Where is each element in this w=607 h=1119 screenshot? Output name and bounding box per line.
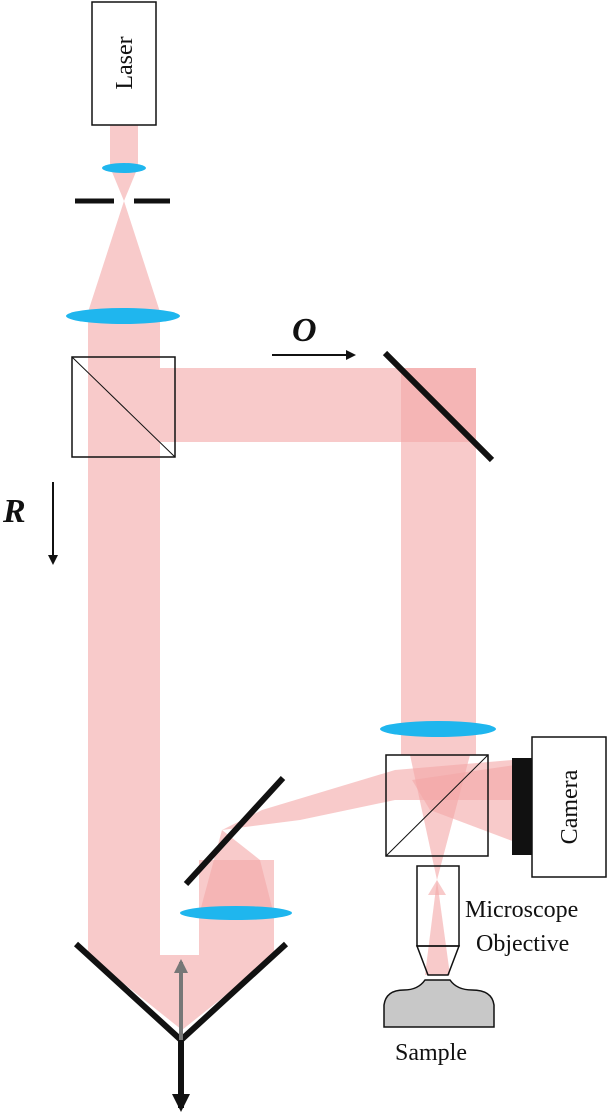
- sample-specimen: [383, 979, 495, 1028]
- expanding-cone: [88, 201, 160, 312]
- object-lens: [380, 721, 496, 737]
- objective-label-line2: Objective: [476, 931, 569, 957]
- camera-body: [531, 736, 607, 878]
- camera-sensor: [512, 758, 532, 855]
- reference-beam: [88, 357, 160, 955]
- object-beam-vertical: [401, 368, 476, 728]
- collimating-lens: [66, 308, 180, 324]
- object-beam-label: O: [292, 312, 317, 349]
- camera-label: Camera: [557, 769, 583, 844]
- reference-to-cube: [222, 760, 512, 830]
- retro-lens: [180, 906, 292, 920]
- focusing-cone: [110, 167, 138, 201]
- sample-illumination: [425, 880, 450, 975]
- beam-splitter-2: [385, 754, 489, 857]
- reference-beam-label: R: [2, 493, 26, 530]
- laser-output-beam: [110, 125, 138, 167]
- fold-mirror-1: [382, 350, 495, 463]
- objective-label-line1: Microscope: [465, 897, 578, 923]
- beam-splitter-1: [71, 356, 176, 458]
- focusing-lens: [102, 163, 146, 173]
- microscope-objective: [415, 865, 461, 976]
- laser-box: [91, 1, 157, 126]
- fold-mirror-2: [183, 775, 286, 887]
- laser-beams: [88, 125, 515, 1030]
- sample-label: Sample: [395, 1040, 467, 1066]
- laser-label: Laser: [112, 36, 138, 89]
